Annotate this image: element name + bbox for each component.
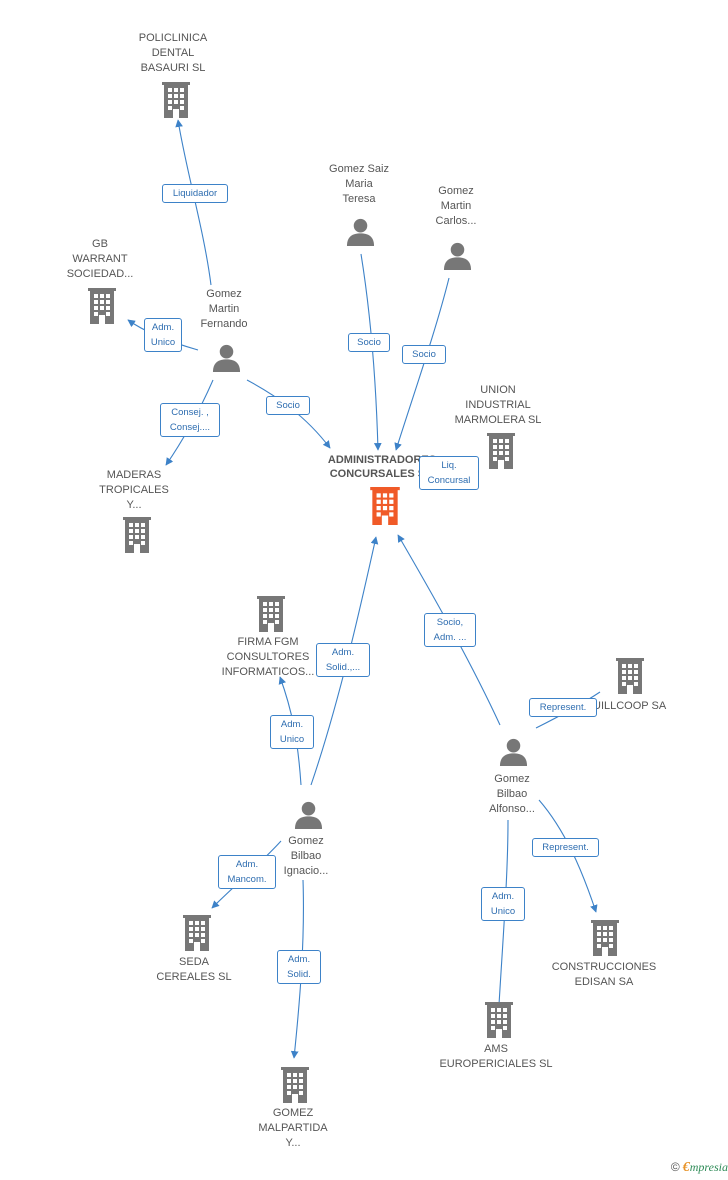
person-icon[interactable] bbox=[499, 738, 528, 766]
node-label-gomez-martin-fernando[interactable]: Gomez Martin Fernando bbox=[200, 288, 248, 330]
main-building-icon[interactable] bbox=[370, 487, 400, 525]
node-label-union-industrial[interactable]: UNION INDUSTRIAL MARMOLERA SL bbox=[454, 384, 542, 426]
edge-label-represent[interactable]: Represent. bbox=[529, 698, 597, 717]
building-icon[interactable] bbox=[162, 82, 190, 118]
building-icon[interactable] bbox=[281, 1067, 309, 1103]
edge-adm-unico-ams bbox=[494, 819, 509, 1023]
building-icon[interactable] bbox=[123, 517, 151, 553]
edge-label-consej[interactable]: Consej. , Consej.... bbox=[160, 403, 220, 437]
person-icon[interactable] bbox=[443, 242, 472, 270]
node-label-gomez-martin-carlos[interactable]: Gomez Martin Carlos... bbox=[435, 185, 477, 227]
node-label-gomez-malpartida[interactable]: GOMEZ MALPARTIDA Y... bbox=[258, 1107, 328, 1149]
node-label-uillcoop[interactable]: UILLCOOP SA bbox=[593, 700, 667, 712]
edge-label-socio[interactable]: Socio bbox=[266, 396, 310, 415]
edge-label-liquidador[interactable]: Liquidador bbox=[162, 184, 228, 203]
person-icon[interactable] bbox=[294, 801, 323, 829]
node-label-policlinica[interactable]: POLICLINICA DENTAL BASAURI SL bbox=[138, 32, 208, 74]
edge-label-socio[interactable]: Socio bbox=[348, 333, 390, 352]
edge-label-adm-unico[interactable]: Adm. Unico bbox=[270, 715, 314, 749]
empresia-logo-e: € bbox=[682, 1160, 690, 1175]
building-icon[interactable] bbox=[616, 658, 644, 694]
edge-label-socio[interactable]: Socio bbox=[402, 345, 446, 364]
person-icon[interactable] bbox=[346, 218, 375, 246]
edge-label-socio-adm[interactable]: Socio, Adm. ... bbox=[424, 613, 476, 647]
empresia-brand-text: mpresia bbox=[689, 1160, 728, 1174]
edge-label-adm-solid[interactable]: Adm. Solid.,... bbox=[316, 643, 370, 677]
edge-label-adm-mancom[interactable]: Adm. Mancom. bbox=[218, 855, 276, 889]
node-label-firma-fgm[interactable]: FIRMA FGM CONSULTORES INFORMATICOS... bbox=[221, 636, 315, 678]
building-icon[interactable] bbox=[487, 433, 515, 469]
edge-label-adm-unico[interactable]: Adm. Unico bbox=[144, 318, 182, 352]
empresia-copyright[interactable]: ©€mpresia bbox=[671, 1160, 728, 1176]
node-label-ams[interactable]: AMS EUROPERICIALES SL bbox=[439, 1043, 553, 1070]
edge-label-adm-unico[interactable]: Adm. Unico bbox=[481, 887, 525, 921]
node-label-maderas[interactable]: MADERAS TROPICALES Y... bbox=[99, 469, 169, 511]
node-label-gomez-bilbao-alfonso[interactable]: Gomez Bilbao Alfonso... bbox=[489, 773, 535, 815]
node-label-gomez-bilbao-ignacio[interactable]: Gomez Bilbao Ignacio... bbox=[283, 835, 329, 877]
edge-socio-carlos bbox=[394, 277, 450, 451]
node-label-construcciones[interactable]: CONSTRUCCIONES EDISAN SA bbox=[551, 961, 657, 988]
building-icon[interactable] bbox=[485, 1002, 513, 1038]
building-icon[interactable] bbox=[183, 915, 211, 951]
person-icon[interactable] bbox=[212, 344, 241, 372]
building-icon[interactable] bbox=[591, 920, 619, 956]
node-label-seda[interactable]: SEDA CEREALES SL bbox=[156, 956, 232, 983]
edge-socio-saiz bbox=[360, 253, 382, 451]
building-icon[interactable] bbox=[88, 288, 116, 324]
edge-label-represent[interactable]: Represent. bbox=[532, 838, 599, 857]
node-label-gb-warrant[interactable]: GB WARRANT SOCIEDAD... bbox=[66, 238, 134, 280]
building-icon[interactable] bbox=[257, 596, 285, 632]
node-label-gomez-saiz[interactable]: Gomez Saiz Maria Teresa bbox=[329, 163, 389, 205]
copyright-symbol: © bbox=[670, 1160, 680, 1174]
edge-label-liq-concursal[interactable]: Liq. Concursal bbox=[419, 456, 479, 490]
edge-label-adm-solid[interactable]: Adm. Solid. bbox=[277, 950, 321, 984]
